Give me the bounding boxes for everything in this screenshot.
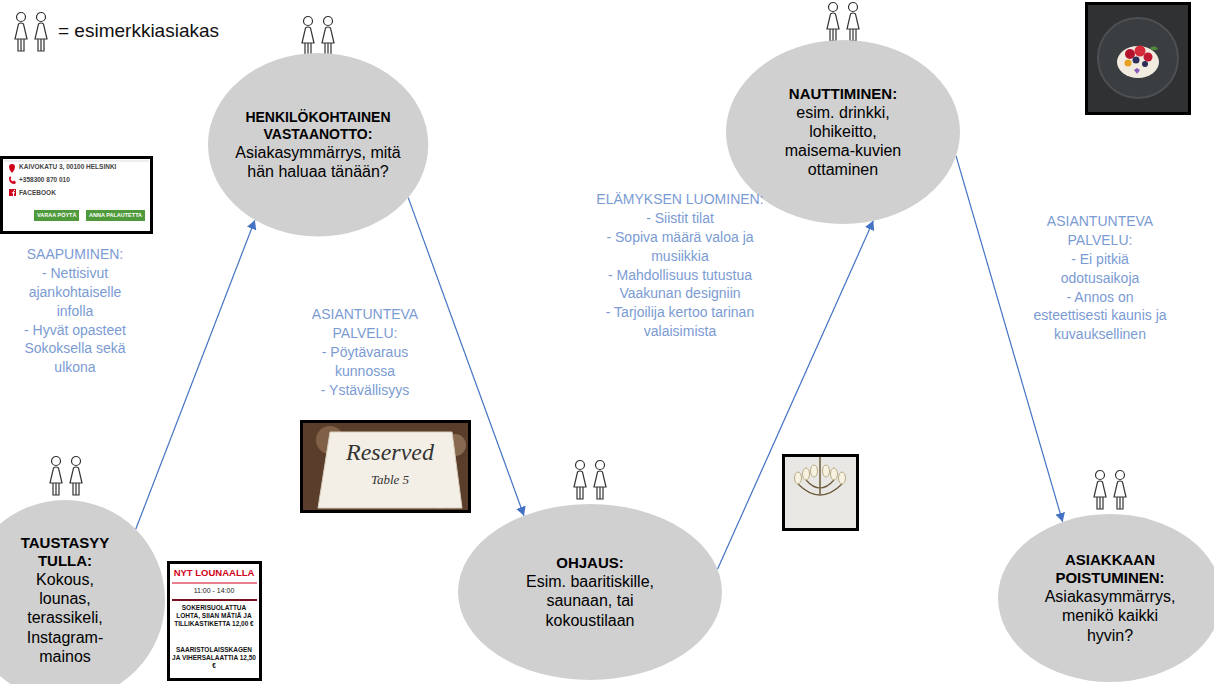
screenshot-rule	[4, 161, 149, 162]
lamp-shade	[795, 472, 802, 484]
leaf	[1150, 46, 1158, 50]
picture-text: +358300 870 010	[19, 176, 149, 184]
picture-text: SAARISTOLAISSKAGEN JA VIHERSALAATTIA 12,…	[171, 646, 257, 669]
step-heading: TAUSTASYY TULLA:	[15, 534, 115, 570]
step-body: Asiakasymmärrys, mitä hän haluaa tänään?	[230, 143, 405, 181]
table-card	[318, 432, 462, 508]
fruit	[1125, 60, 1132, 67]
customer-icon	[50, 457, 82, 496]
picture-text: FACEBOOK	[19, 189, 149, 197]
step-heading: HENKILÖKOHTAINEN VASTAANOTTO:	[230, 109, 405, 143]
flow-arrow	[956, 156, 1063, 522]
step-body: esim. drinkki, lohikeitto, maisema-kuvie…	[773, 103, 913, 180]
customer-icon	[574, 461, 606, 500]
lamp-shade	[831, 468, 838, 480]
dessert-photo	[1087, 4, 1190, 114]
chandelier-arm	[798, 484, 842, 495]
edible-flower	[1134, 68, 1140, 74]
touchpoint-note: SAAPUMINEN: - Nettisivut ajankohtaiselle…	[10, 245, 140, 377]
screenshot-frame	[2, 158, 152, 233]
facebook-icon	[9, 189, 16, 196]
chandelier-arm	[806, 480, 834, 488]
ellipse-fill	[998, 514, 1214, 682]
customer-icon	[302, 17, 334, 56]
reserved-card-photo	[302, 422, 470, 512]
blueberry	[1142, 61, 1148, 67]
menu-rule	[172, 583, 257, 584]
touchpoint-note: ELÄMYKSEN LUOMINEN: - Siistit tilat - So…	[590, 190, 770, 341]
step-heading: ASIAKKAAN POISTUMINEN:	[1040, 551, 1180, 587]
berry	[1144, 53, 1153, 62]
picture-text: 11:00 - 14:00	[171, 587, 257, 595]
flow-arrow	[136, 220, 255, 529]
journey-step-ellipse: ASIAKKAAN POISTUMINEN:Asiakasymmärrys, m…	[998, 514, 1214, 682]
web-button: ANNA PALAUTETTA	[86, 210, 145, 221]
chandelier-photo	[784, 456, 858, 530]
journey-step-ellipse: TAUSTASYY TULLA:Kokous, lounas, terassik…	[0, 500, 165, 684]
step-body: Kokous, lounas, terassikeli, Instagram-m…	[15, 570, 115, 666]
dessert-cream	[1117, 46, 1159, 78]
photo-frame	[302, 422, 470, 512]
customer-icon	[1094, 471, 1126, 510]
flow-arrow	[408, 198, 524, 516]
touchpoint-note: ASIANTUNTEVA PALVELU: - Pöytävaraus kunn…	[300, 305, 430, 399]
picture-text: Reserved	[320, 438, 460, 467]
blueberry	[1133, 57, 1140, 64]
picture-text: Table 5	[320, 472, 460, 488]
phone-icon	[9, 176, 16, 184]
picture-text: NYT LOUNAALLA	[171, 567, 257, 578]
journey-step-ellipse: OHJAUS:Esim. baaritiskille, saunaan, tai…	[458, 504, 722, 680]
photo-frame	[784, 456, 858, 530]
plate	[1098, 18, 1178, 98]
touchpoint-note: ASIANTUNTEVA PALVELU: - Ei pitkiä odotus…	[1030, 212, 1170, 344]
lamp-shade	[811, 465, 818, 477]
facebook-glyph	[12, 190, 15, 196]
berry	[1125, 49, 1135, 59]
step-body: Asiakasymmärrys, menikö kaikki hyvin?	[1040, 587, 1180, 645]
photo-frame	[1087, 4, 1190, 114]
picture-text: KAIVOKATU 3, 00100 HELSINKI	[19, 163, 149, 171]
step-body: Esim. baaritiskille, saunaan, tai kokous…	[500, 572, 680, 630]
picture-text: SOKERISUOLATTUA LOHTA, SIIAN MÄTIÄ JA TI…	[171, 604, 257, 627]
lamp-shade	[823, 465, 830, 477]
lamp-shade	[803, 468, 810, 480]
lamp-shade	[839, 472, 846, 484]
step-heading: NAUTTIMINEN:	[773, 85, 913, 103]
step-heading: OHJAUS:	[500, 554, 680, 572]
lunch-menu-card	[169, 563, 261, 680]
customer-icon	[15, 13, 47, 52]
web-button: VARAA PÖYTÄ	[34, 210, 79, 221]
ellipse-fill	[208, 53, 428, 237]
ellipse-outline	[458, 504, 722, 680]
journey-step-ellipse: HENKILÖKOHTAINEN VASTAANOTTO:Asiakasymmä…	[208, 53, 428, 237]
pin-icon	[9, 164, 15, 173]
ellipse-fill	[458, 504, 722, 680]
ellipse-fill	[0, 500, 165, 684]
legend-text: = esimerkkiasiakas	[58, 20, 219, 42]
website-screenshot	[2, 158, 152, 233]
berry	[1135, 46, 1146, 57]
customer-icon	[827, 3, 859, 42]
menu-frame	[169, 563, 261, 680]
menu-rule	[172, 599, 257, 601]
